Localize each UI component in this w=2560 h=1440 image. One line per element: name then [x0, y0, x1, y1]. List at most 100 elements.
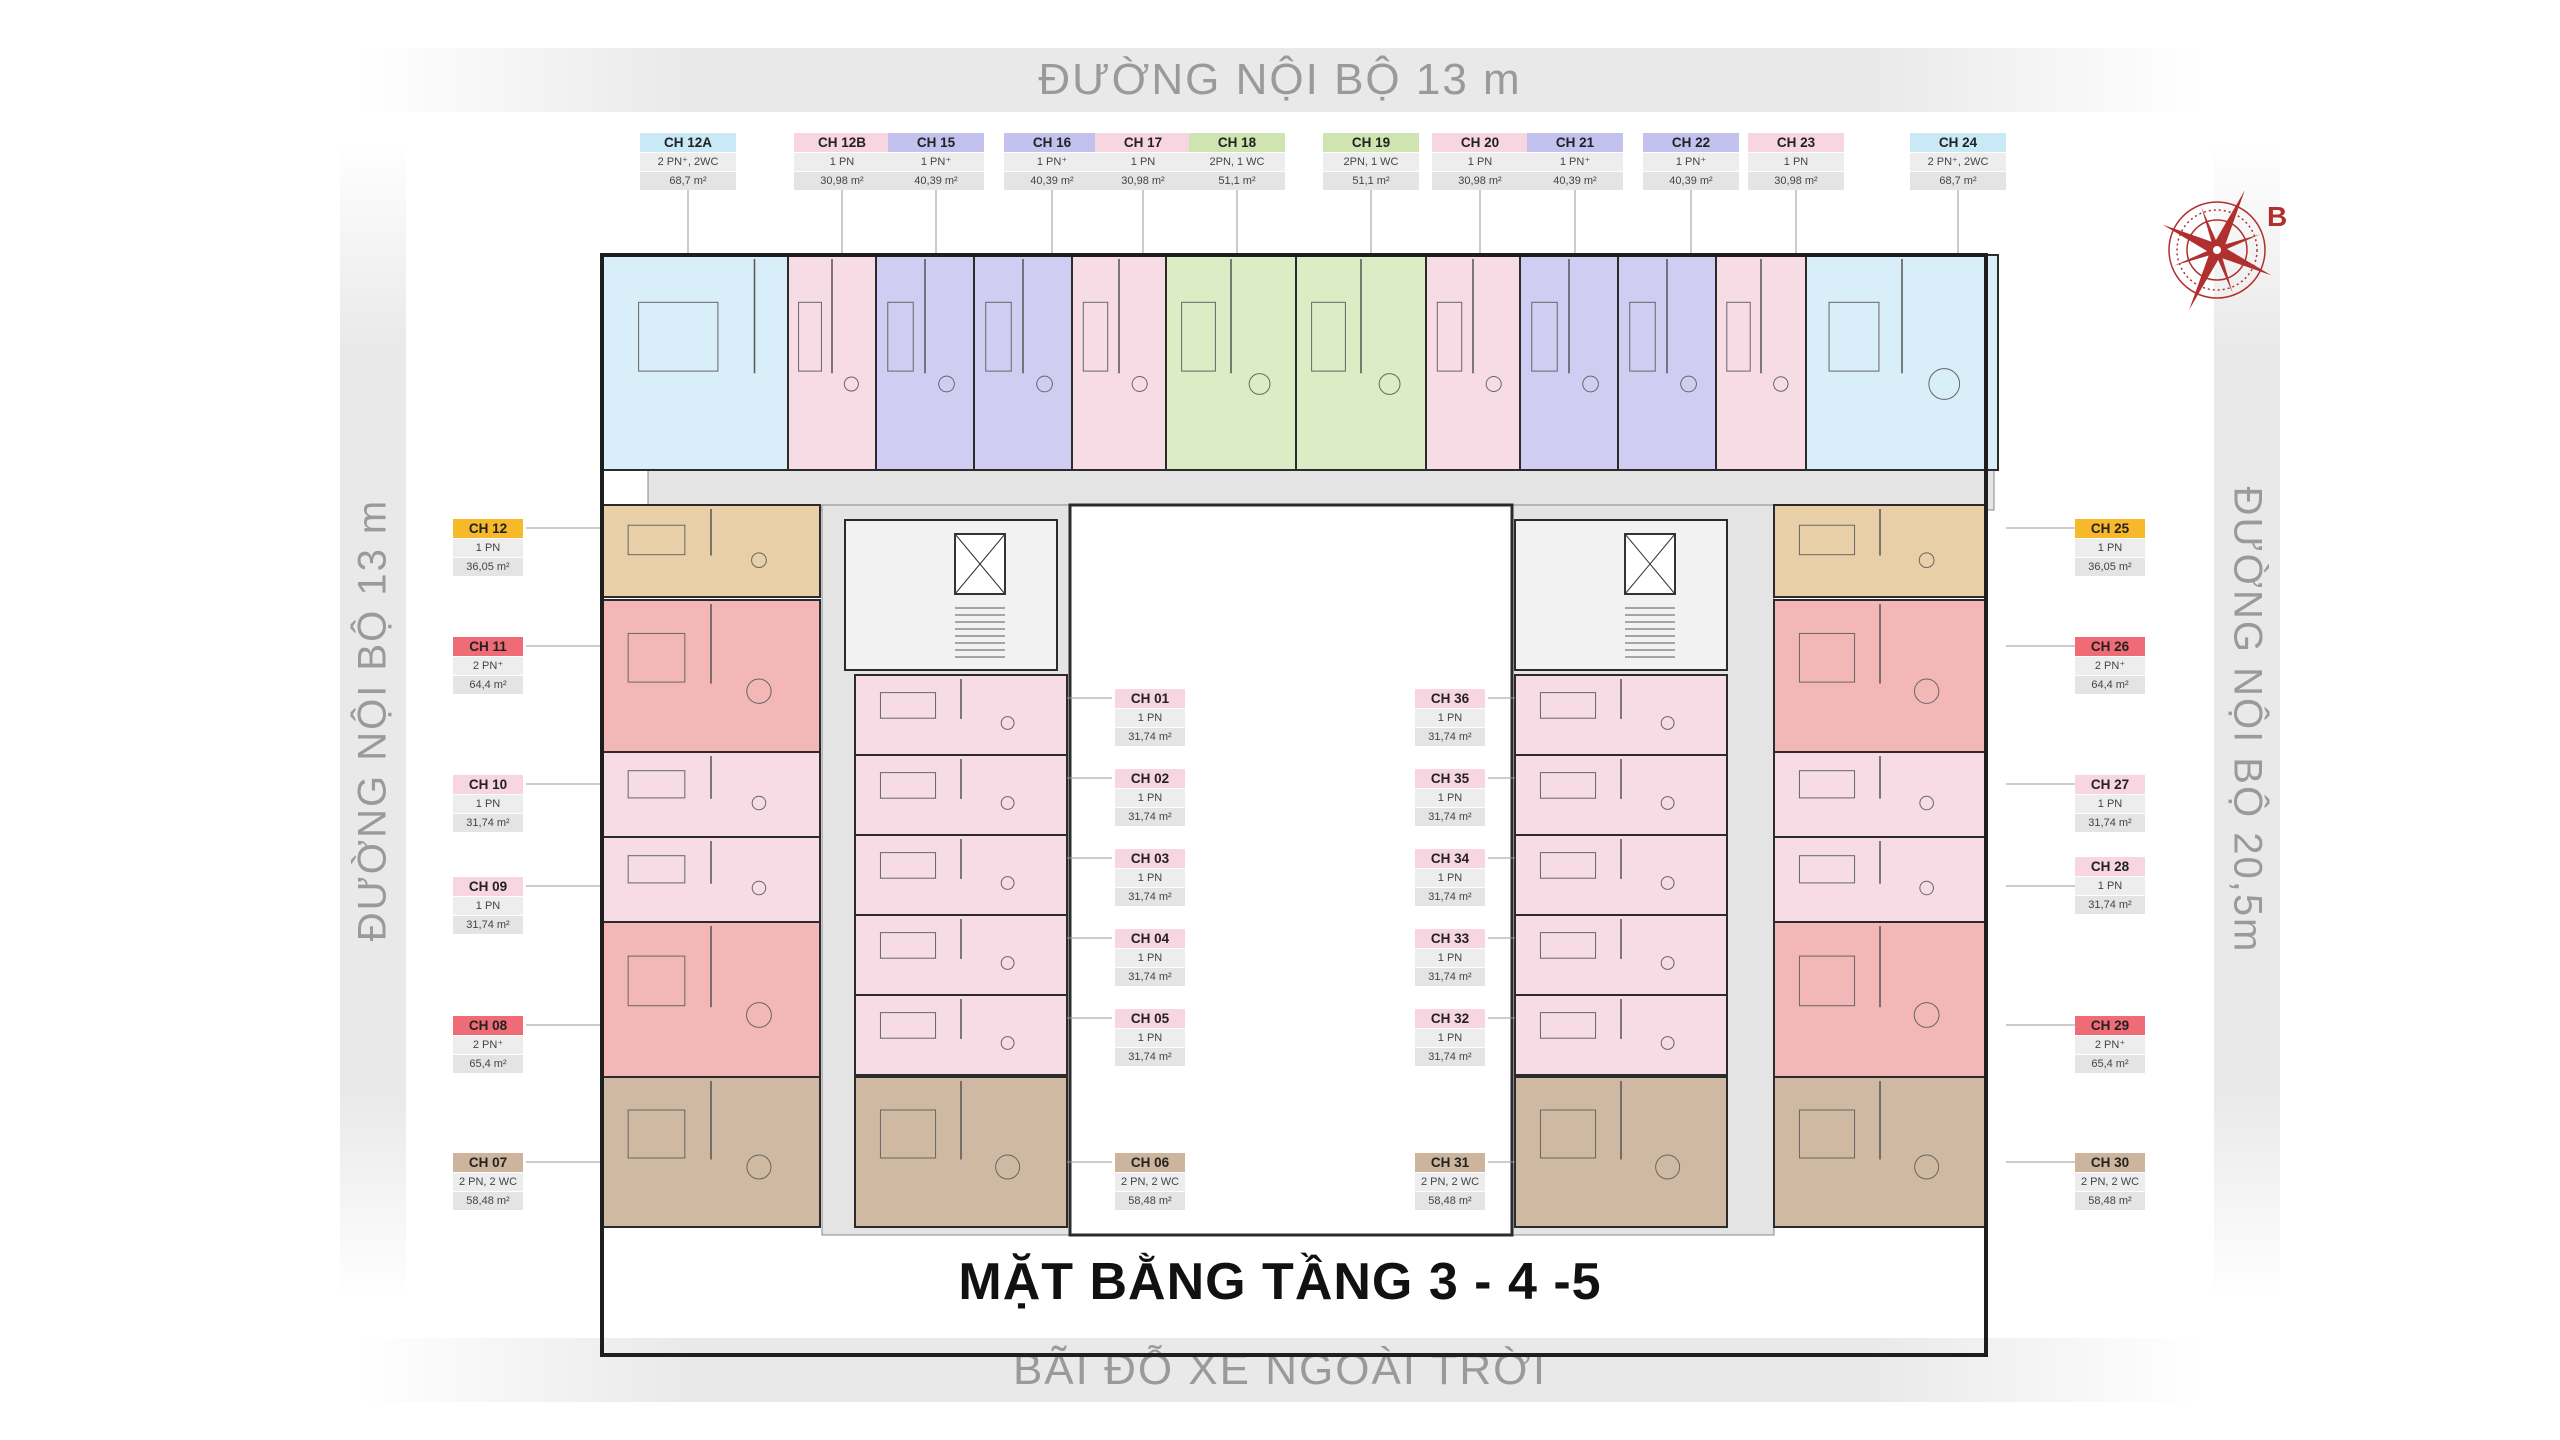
unit-code: CH 04: [1115, 929, 1185, 948]
unit-type: 2 PN⁺: [2075, 1035, 2145, 1054]
bed-icon: [887, 301, 914, 372]
table-icon: [751, 880, 767, 896]
table-icon: [1919, 880, 1934, 896]
bed-icon: [1539, 1012, 1597, 1039]
unit-type: 1 PN: [2075, 538, 2145, 557]
unit-area: 68,7 m²: [1910, 171, 2006, 190]
bed-icon: [1539, 932, 1597, 959]
unit-area: 68,7 m²: [640, 171, 736, 190]
unit-area: 58,48 m²: [1415, 1191, 1485, 1210]
unit-code: CH 32: [1415, 1009, 1485, 1028]
unit-code: CH 17: [1095, 133, 1191, 152]
bed-icon: [798, 301, 822, 372]
unit-area: 31,74 m²: [2075, 895, 2145, 914]
bed-icon: [1798, 770, 1856, 799]
bed-icon: [879, 772, 937, 799]
unit-code: CH 19: [1323, 133, 1419, 152]
unit-type: 1 PN: [2075, 876, 2145, 895]
table-icon: [1660, 876, 1675, 890]
bed-icon: [1539, 852, 1597, 879]
unit-area: 31,74 m²: [1415, 727, 1485, 746]
unit-area: 31,74 m²: [1115, 807, 1185, 826]
bed-icon: [879, 1012, 937, 1039]
unit-type: 1 PN⁺: [1643, 152, 1739, 171]
bed-icon: [1798, 1109, 1856, 1159]
unit-code: CH 31: [1415, 1153, 1485, 1172]
unit-area: 40,39 m²: [888, 171, 984, 190]
unit-code: CH 10: [453, 775, 523, 794]
table-icon: [1918, 552, 1935, 569]
unit-area: 64,4 m²: [453, 675, 523, 694]
bed-icon: [1539, 692, 1597, 719]
unit-type: 1 PN: [1115, 708, 1185, 727]
bed-icon: [1436, 301, 1463, 372]
unit-type: 1 PN: [1432, 152, 1528, 171]
unit-area: 58,48 m²: [453, 1191, 523, 1210]
table-icon: [1131, 375, 1148, 393]
unit-code: CH 07: [453, 1153, 523, 1172]
unit-type: 1 PN: [2075, 794, 2145, 813]
unit-area: 31,74 m²: [1115, 1047, 1185, 1066]
unit-type: 1 PN: [1115, 948, 1185, 967]
unit-code: CH 03: [1115, 849, 1185, 868]
road-right: ĐƯỜNG NỘI BỘ 20,5m: [2214, 140, 2280, 1300]
table-icon: [1913, 678, 1940, 704]
bed-icon: [627, 1109, 686, 1159]
unit-type: 2 PN⁺, 2WC: [640, 152, 736, 171]
unit-area: 31,74 m²: [1415, 967, 1485, 986]
compass-label: B: [2267, 201, 2287, 232]
road-left: ĐƯỜNG NỘI BỘ 13 m: [340, 140, 406, 1300]
unit-code: CH 21: [1527, 133, 1623, 152]
unit-area: 31,74 m²: [453, 813, 523, 832]
unit-area: 51,1 m²: [1189, 171, 1285, 190]
unit-type: 2 PN⁺: [453, 656, 523, 675]
bed-icon: [1539, 772, 1597, 799]
bed-icon: [627, 632, 686, 683]
unit-code: CH 11: [453, 637, 523, 656]
unit-area: 40,39 m²: [1004, 171, 1100, 190]
table-icon: [1000, 956, 1015, 970]
table-icon: [1773, 376, 1789, 392]
unit-type: 1 PN: [453, 794, 523, 813]
unit-type: 1 PN: [1115, 868, 1185, 887]
elevator-cross-2: [1624, 533, 1676, 595]
unit-type: 2 PN, 2 WC: [1415, 1172, 1485, 1191]
unit-code: CH 28: [2075, 857, 2145, 876]
